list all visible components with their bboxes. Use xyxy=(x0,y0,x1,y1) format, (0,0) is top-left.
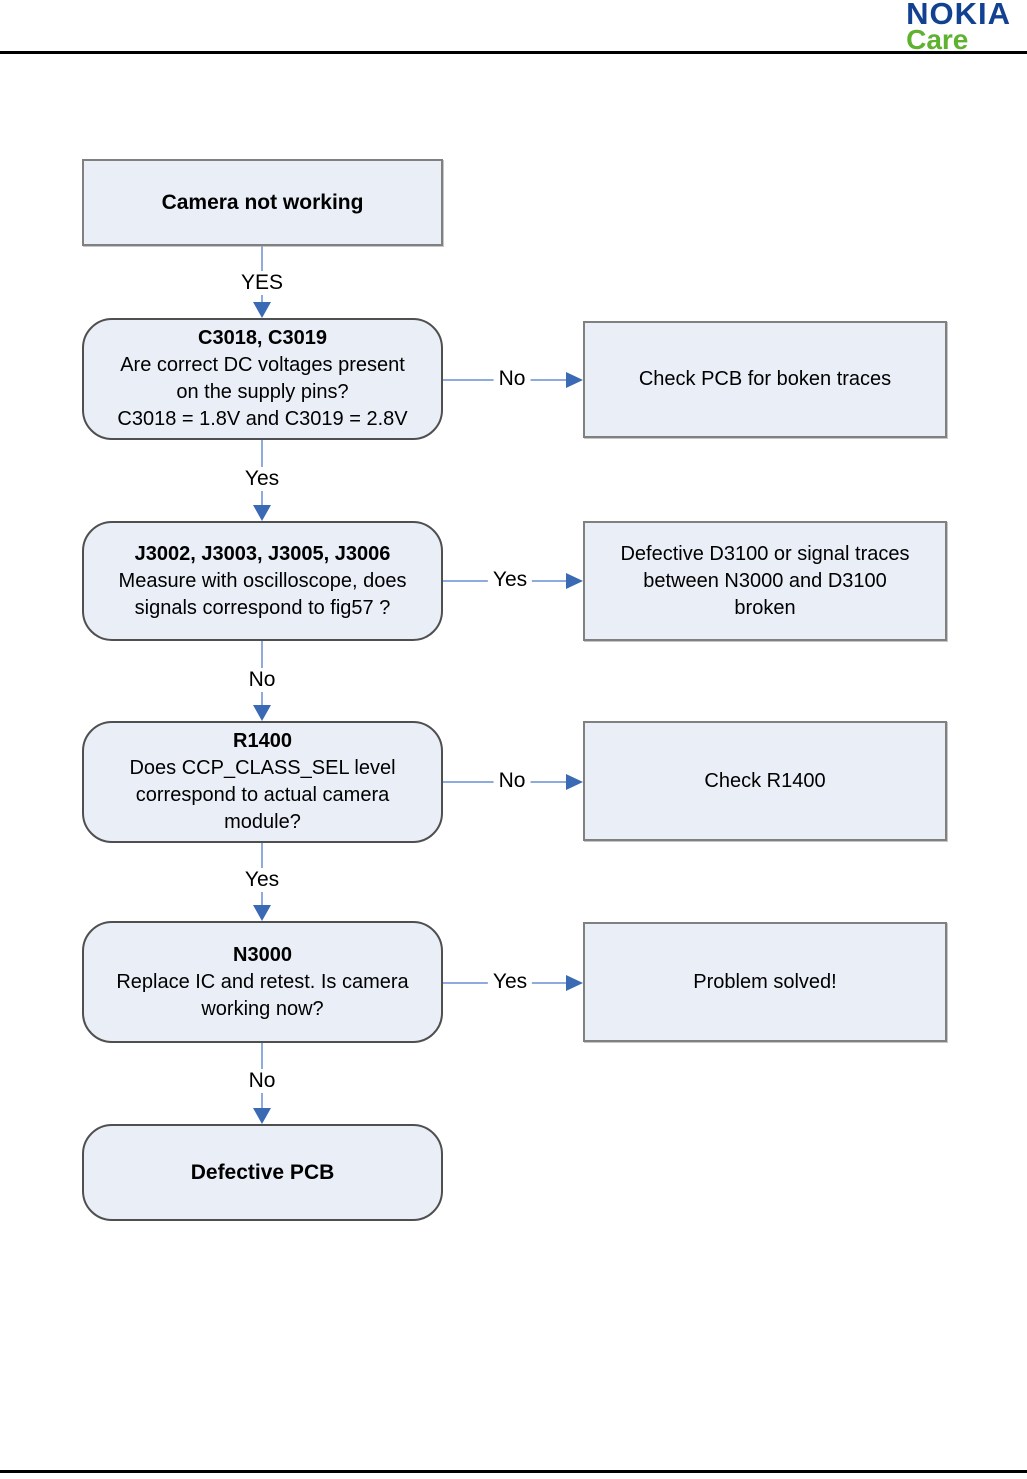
node-title: N3000 xyxy=(233,943,292,966)
arrow-down-icon xyxy=(253,505,271,521)
node-line: Does CCP_CLASS_SEL level xyxy=(129,757,396,779)
arrow-down-icon xyxy=(253,1108,271,1124)
node-n3000: N3000 Replace IC and retest. Is camera w… xyxy=(82,921,443,1043)
node-title: R1400 xyxy=(233,730,292,752)
edge-label-yes: YES xyxy=(235,271,289,295)
edge-label-yes: Yes xyxy=(487,568,533,592)
node-line: Measure with oscilloscope, does xyxy=(118,569,407,592)
node-r1400: R1400 Does CCP_CLASS_SEL level correspon… xyxy=(82,721,443,843)
edge-label-no: No xyxy=(493,367,531,391)
node-problem-solved: Problem solved! xyxy=(583,922,947,1042)
nokia-logo-text: NOKIA xyxy=(906,0,1011,31)
node-check-r1400: Check R1400 xyxy=(583,721,947,841)
edge-label-no: No xyxy=(243,1069,281,1093)
node-line: broken xyxy=(734,596,796,619)
arrow-down-icon xyxy=(253,302,271,318)
node-j3002-j3006: J3002, J3003, J3005, J3006 Measure with … xyxy=(82,521,443,641)
node-title: J3002, J3003, J3005, J3006 xyxy=(134,542,391,565)
footer-divider xyxy=(0,1470,1027,1473)
node-line: on the supply pins? xyxy=(176,381,349,403)
node-c3018-c3019: C3018, C3019 Are correct DC voltages pre… xyxy=(82,318,443,440)
node-line: Replace IC and retest. Is camera xyxy=(116,970,409,993)
node-line: signals correspond to fig57 ? xyxy=(134,596,391,619)
node-line: Check PCB for boken traces xyxy=(638,368,892,390)
arrow-right-icon xyxy=(566,372,583,388)
arrow-down-icon xyxy=(253,705,271,721)
edge-label-yes: Yes xyxy=(239,467,285,491)
node-title: C3018, C3019 xyxy=(198,327,327,349)
arrow-right-icon xyxy=(566,774,583,790)
nokia-care-logo: NOKIA Care xyxy=(906,0,1011,55)
node-defective-pcb: Defective PCB xyxy=(82,1124,443,1221)
node-line: correspond to actual camera xyxy=(135,784,390,806)
edge-label-yes: Yes xyxy=(487,970,533,994)
header-divider xyxy=(0,51,1027,54)
node-line: between N3000 and D3100 xyxy=(643,569,887,592)
node-line: Defective D3100 or signal traces xyxy=(620,542,910,565)
edge-label-no: No xyxy=(243,668,281,692)
node-defective-d3100: Defective D3100 or signal traces between… xyxy=(583,521,947,641)
arrow-right-icon xyxy=(566,975,583,991)
arrow-down-icon xyxy=(253,905,271,921)
node-check-pcb: Check PCB for boken traces xyxy=(583,321,947,438)
node-line: module? xyxy=(224,811,301,833)
care-logo-text: Care xyxy=(906,24,969,55)
node-camera-not-working: Camera not working xyxy=(82,159,443,246)
node-line: Are correct DC voltages present xyxy=(120,354,405,376)
node-line: working now? xyxy=(201,997,324,1020)
node-line: Problem solved! xyxy=(693,970,837,993)
edge-label-yes: Yes xyxy=(239,868,285,892)
edge-label-no: No xyxy=(493,769,531,793)
node-line: C3018 = 1.8V and C3019 = 2.8V xyxy=(117,408,408,430)
node-label: Camera not working xyxy=(161,191,364,214)
node-label: Defective PCB xyxy=(190,1161,335,1184)
node-line: Check R1400 xyxy=(704,769,826,792)
arrow-right-icon xyxy=(566,573,583,589)
